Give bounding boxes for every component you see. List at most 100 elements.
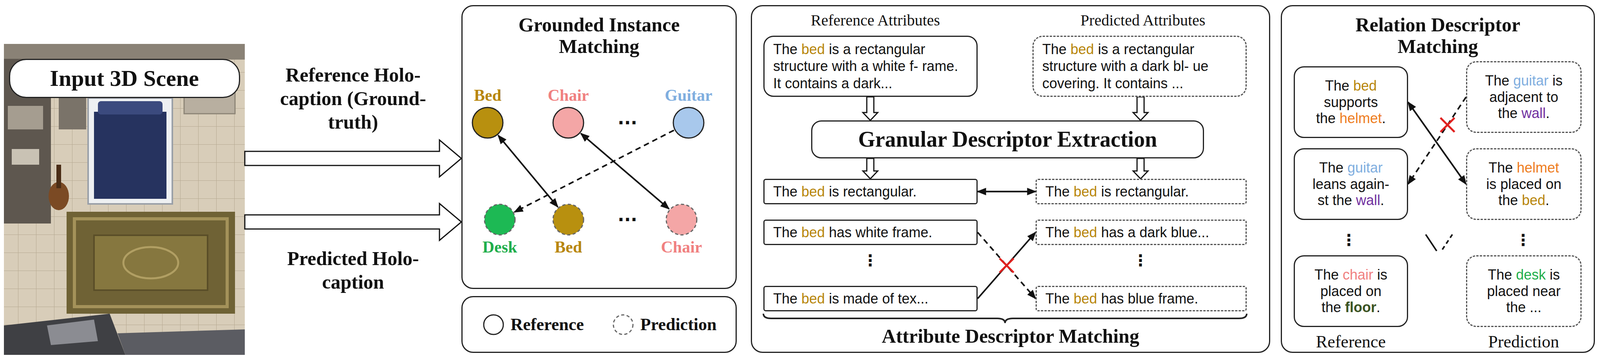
panel-title: Grounded Instance Matching [462, 6, 736, 58]
box-text: The bed is made of tex... [773, 289, 968, 307]
text-run: is made of tex... [824, 290, 929, 307]
text-run: bed [1073, 224, 1098, 241]
text-run: guitar [1513, 72, 1549, 89]
legend-sample [611, 312, 635, 337]
bed-cover [94, 111, 167, 199]
text-run: desk [1516, 266, 1546, 283]
text-run: Bed [554, 237, 583, 256]
instance-node: Guitar [663, 86, 714, 140]
mismatch-arrow [1408, 97, 1467, 185]
prediction-box: The guitar is adjacent to the wall. [1466, 61, 1582, 133]
ellipsis: ⋮ [862, 251, 879, 269]
mismatch-arrow [977, 232, 1036, 299]
text-run: bed [1521, 191, 1546, 208]
caption-arrow [244, 203, 462, 241]
text-run: bed [1073, 290, 1098, 307]
instance-node: Desk [480, 202, 519, 256]
flow-arrow [862, 158, 878, 179]
text-run: Relation Descriptor Matching [1355, 13, 1521, 58]
legend-entry: Reference [481, 312, 584, 337]
text-run: has a dark blue... [1097, 224, 1210, 241]
circle-shape [472, 107, 503, 138]
text-run: . [1545, 191, 1550, 208]
prediction-box: The bed is a rectangular structure with … [1032, 35, 1247, 97]
text-run: bed [1073, 183, 1098, 200]
ellipsis: ⋮ [1132, 251, 1149, 269]
edge-label: Predicted Holo-caption [278, 246, 428, 294]
box-text: The helmet is placed on the bed. [1484, 159, 1564, 208]
instance-circle [482, 202, 517, 237]
text-run: Guitar [664, 86, 713, 105]
reference-box: The bed is rectangular. [763, 178, 978, 205]
mismatch-cross [999, 258, 1014, 273]
text-run: bed [801, 224, 825, 241]
box-text: The guitar leans again- st the wall. [1312, 159, 1390, 208]
column-heading: Predicted Attributes [1080, 11, 1206, 29]
chair-shape [58, 97, 87, 130]
legend-text: Reference [510, 314, 584, 335]
text-run: Chair [547, 86, 590, 105]
text-run: . [1376, 298, 1381, 315]
box-text: The bed has white frame. [773, 223, 968, 241]
text-run: guitar [1347, 159, 1383, 176]
flow-arrow [862, 96, 878, 121]
text-run: The [1314, 266, 1343, 283]
text-run: The [1325, 77, 1354, 94]
text-run: . [1545, 104, 1550, 122]
cross-stroke [1440, 117, 1455, 132]
rug-pattern [123, 246, 179, 279]
text-run: wall [1521, 104, 1546, 122]
text-run: bed [801, 183, 825, 200]
legend-entry: Prediction [611, 312, 717, 337]
reference-box: The bed supports the helmet. [1293, 66, 1409, 138]
wall [3, 43, 245, 60]
unmatched-link [514, 130, 674, 212]
text-run: helmet [1339, 110, 1382, 127]
instance-circle [551, 202, 586, 237]
circle-shape [553, 204, 584, 235]
text-run: The [773, 41, 802, 58]
text-run: . [1381, 110, 1386, 127]
text-run: Grounded Instance Matching [518, 13, 680, 58]
text-run: The [1045, 290, 1074, 307]
box-text: The guitar is adjacent to the wall. [1484, 72, 1564, 122]
mismatch-cross [1440, 117, 1455, 132]
legend-box: Reference Prediction [461, 295, 737, 353]
text-run: is rectangular. [824, 183, 917, 200]
partial-link [1425, 234, 1437, 251]
rug [66, 211, 236, 314]
text-run: . [1380, 191, 1385, 208]
prediction-box: The helmet is placed on the bed. [1466, 148, 1582, 220]
cross-stroke [999, 258, 1014, 273]
match-arrow [977, 190, 1036, 193]
box-text: The bed has blue frame. [1045, 289, 1237, 307]
instance-label: Chair [661, 237, 703, 256]
ellipsis: ⋮ [1515, 231, 1532, 249]
circle-shape [553, 107, 584, 138]
text-run: Granular Descriptor Extraction [858, 126, 1158, 152]
text-run: chair [1342, 266, 1374, 283]
relation-panel: Relation Descriptor MatchingThe bed supp… [1280, 5, 1595, 353]
text-run: The [1045, 183, 1074, 200]
text-run: wall [1355, 191, 1381, 208]
guitar-neck [56, 164, 62, 189]
instance-label: Guitar [664, 86, 713, 105]
pillow [97, 101, 163, 115]
text-run: floor [1345, 298, 1377, 315]
text-run: Chair [661, 237, 703, 256]
match-arrow [977, 232, 1036, 299]
text-run: The [1319, 159, 1348, 176]
prediction-box: The bed has blue frame. [1035, 285, 1247, 311]
cross-stroke [1440, 117, 1455, 132]
instance-node: Chair [659, 202, 704, 256]
prediction-box: The bed is rectangular. [1035, 178, 1247, 205]
brace [763, 313, 1247, 323]
instance-circle [664, 202, 699, 237]
text-run: The [773, 290, 802, 307]
reference-box: The bed is made of tex... [763, 285, 978, 311]
reference-box: The bed is a rectangular structure with … [763, 35, 978, 97]
box-text: The bed has a dark blue... [1045, 223, 1237, 241]
text-run: bed [801, 290, 825, 307]
